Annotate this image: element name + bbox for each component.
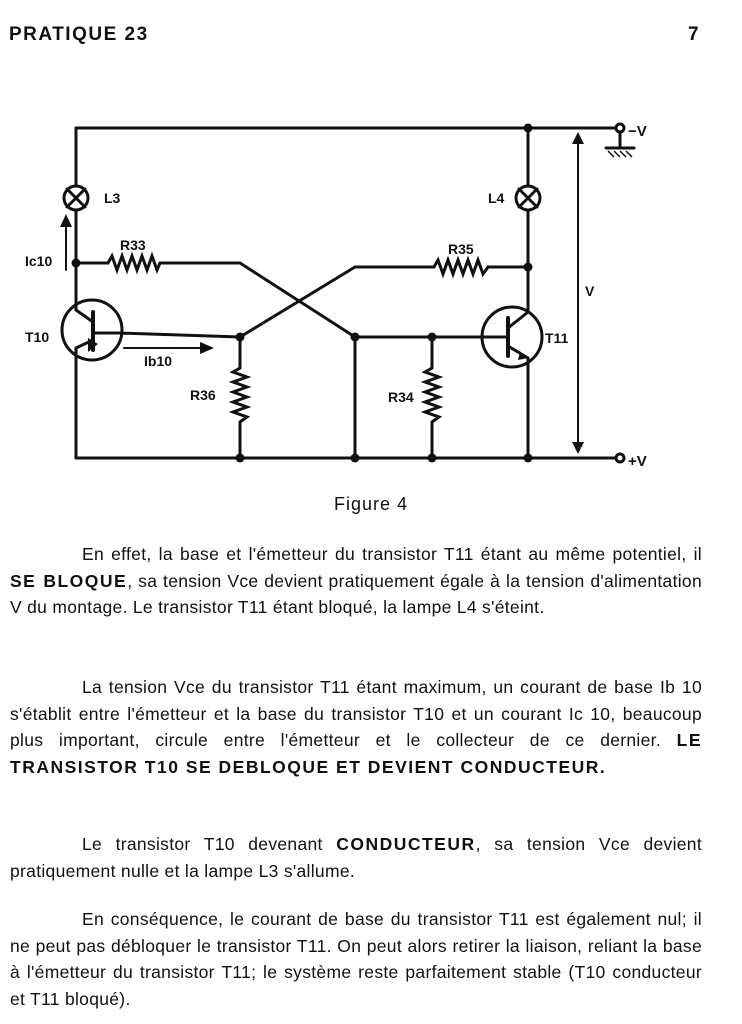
label-ic10: Ic10 <box>25 253 52 269</box>
paragraph-3: Le transistor T10 devenant CONDUCTEUR, s… <box>10 834 703 881</box>
circuit-schematic: L3 L4 R33 R35 R36 R34 T10 T11 Ic10 Ib10 … <box>25 122 647 470</box>
paragraph-4: En conséquence, le courant de base du tr… <box>10 909 702 1009</box>
label-t10: T10 <box>25 329 49 345</box>
paragraph-1: En effet, la base et l'émetteur du trans… <box>10 544 702 617</box>
label-l3: L3 <box>104 190 121 206</box>
label-r36: R36 <box>190 387 216 403</box>
page-number: 7 <box>688 24 699 45</box>
label-ib10: Ib10 <box>144 353 172 369</box>
paragraph-2: La tension Vce du transistor T11 étant m… <box>10 677 702 777</box>
figure-caption: Figure 4 <box>333 494 409 514</box>
label-plus-v: +V <box>628 453 647 470</box>
label-r33: R33 <box>120 237 146 253</box>
label-v: V <box>585 283 595 299</box>
label-r34: R34 <box>388 389 414 405</box>
label-t11: T11 <box>545 330 569 346</box>
label-minus-v: −V <box>628 123 647 140</box>
header-title: PRATIQUE 23 <box>9 24 149 45</box>
label-l4: L4 <box>488 190 505 206</box>
label-r35: R35 <box>448 241 474 257</box>
